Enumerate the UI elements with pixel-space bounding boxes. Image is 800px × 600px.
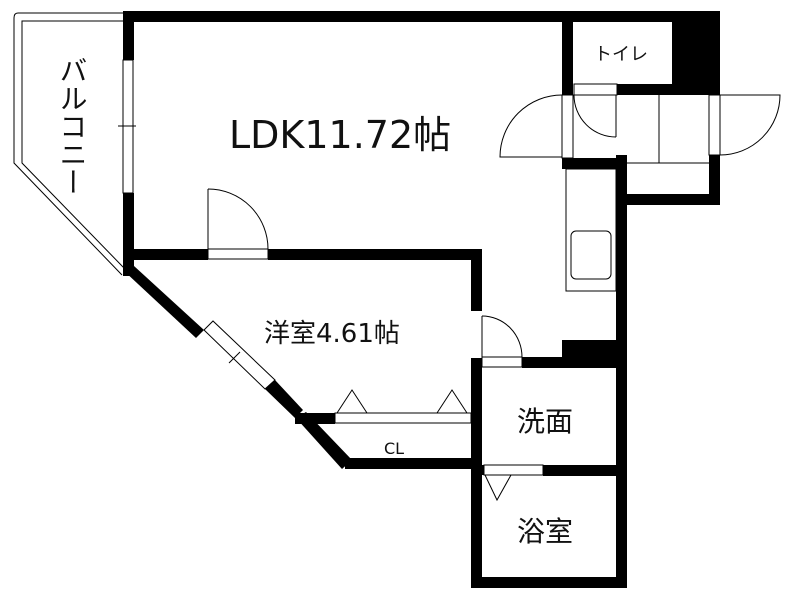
door-bathroom <box>483 464 544 502</box>
balcony-outline <box>13 12 125 276</box>
entrance-hall <box>499 83 781 164</box>
walls <box>123 11 720 588</box>
window-ldk <box>118 59 136 194</box>
kitchen-counter <box>565 168 617 292</box>
door-western <box>207 188 269 260</box>
room-label-western: 洋室4.61帖 <box>264 319 400 349</box>
room-label-balcony: バルコニー <box>56 56 89 196</box>
window-western <box>203 320 276 390</box>
closet-doors <box>334 389 472 424</box>
room-label-closet: CL <box>384 439 404 458</box>
room-label-washroom: 洗面 <box>517 405 573 438</box>
door-washroom <box>481 315 523 368</box>
room-label-toilet: トイレ <box>594 44 648 65</box>
room-label-bathroom: 浴室 <box>517 515 573 548</box>
room-label-ldk: LDK11.72帖 <box>229 113 451 157</box>
